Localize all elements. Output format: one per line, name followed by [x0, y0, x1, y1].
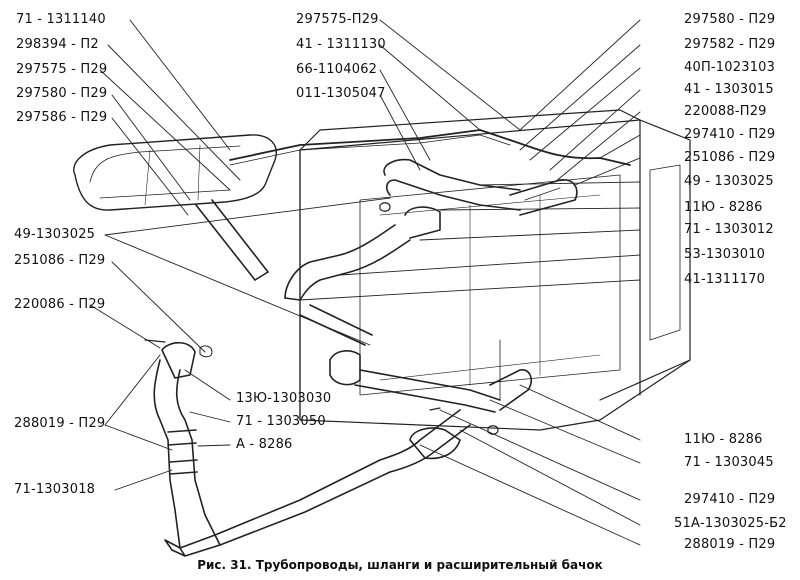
- label-251086-p29-right: 251086 - П29: [684, 150, 776, 165]
- label-297575-p29-left: 297575 - П29: [16, 62, 108, 77]
- label-13yu-1303030: 13Ю-1303030: [236, 391, 332, 406]
- lower-pipe: [299, 304, 532, 413]
- label-11yu-8286-right: 11Ю - 8286: [684, 200, 763, 215]
- expansion-tank: [73, 134, 277, 211]
- label-220086-p29: 220086 - П29: [14, 297, 106, 312]
- label-11yu-8286-bottom: 11Ю - 8286: [684, 432, 763, 447]
- label-41-1303015: 41 - 1303015: [684, 82, 774, 97]
- label-51a-1303025-b2: 51А-1303025-Б2: [674, 516, 787, 531]
- label-49-1303025-left: 49-1303025: [14, 227, 96, 242]
- label-53-1303010: 53-1303010: [684, 247, 766, 262]
- label-41-1311130: 41 - 1311130: [296, 37, 386, 52]
- label-49-1303025-right: 49 - 1303025: [684, 174, 774, 189]
- label-297580-p29-right: 297580 - П29: [684, 12, 776, 27]
- label-251086-p29-left: 251086 - П29: [14, 253, 106, 268]
- upper-hose-assembly: [383, 158, 578, 239]
- label-011-1305047: 011-1305047: [296, 86, 386, 101]
- label-71-1311140: 71 - 1311140: [16, 12, 106, 27]
- label-288019-p29-left: 288019 - П29: [14, 416, 106, 431]
- water-pump-pipe: [164, 409, 471, 557]
- label-71-1303045: 71 - 1303045: [684, 455, 774, 470]
- bolts: [144, 202, 499, 435]
- label-298394-p2: 298394 - П2: [16, 37, 99, 52]
- label-297575-p29-top: 297575-П29: [296, 12, 379, 27]
- label-41-1311170: 41-1311170: [684, 272, 766, 287]
- figure-caption: Рис. 31. Трубопроводы, шланги и расширит…: [197, 558, 603, 572]
- label-71-1303050: 71 - 1303050: [236, 414, 326, 429]
- label-71-1303018: 71-1303018: [14, 482, 96, 497]
- label-288019-p29-bottom: 288019 - П29: [684, 537, 776, 552]
- middle-hose: [284, 224, 411, 301]
- label-a-8286: А - 8286: [236, 437, 293, 452]
- left-pipe: [153, 341, 221, 549]
- label-297582-p29: 297582 - П29: [684, 37, 776, 52]
- label-297410-p29-right: 297410 - П29: [684, 127, 776, 142]
- label-66-1104062: 66-1104062: [296, 62, 378, 77]
- label-40p-1023103: 40П-1023103: [684, 60, 776, 75]
- steam-tube: [229, 129, 631, 166]
- radiator: [299, 109, 691, 431]
- label-297586-p29: 297586 - П29: [16, 110, 108, 125]
- label-71-1303012: 71 - 1303012: [684, 222, 774, 237]
- label-297580-p29-left: 297580 - П29: [16, 86, 108, 101]
- label-297410-p29-bottom: 297410 - П29: [684, 492, 776, 507]
- tank-outlet-hose: [195, 199, 269, 281]
- label-220088-p29: 220088-П29: [684, 104, 767, 119]
